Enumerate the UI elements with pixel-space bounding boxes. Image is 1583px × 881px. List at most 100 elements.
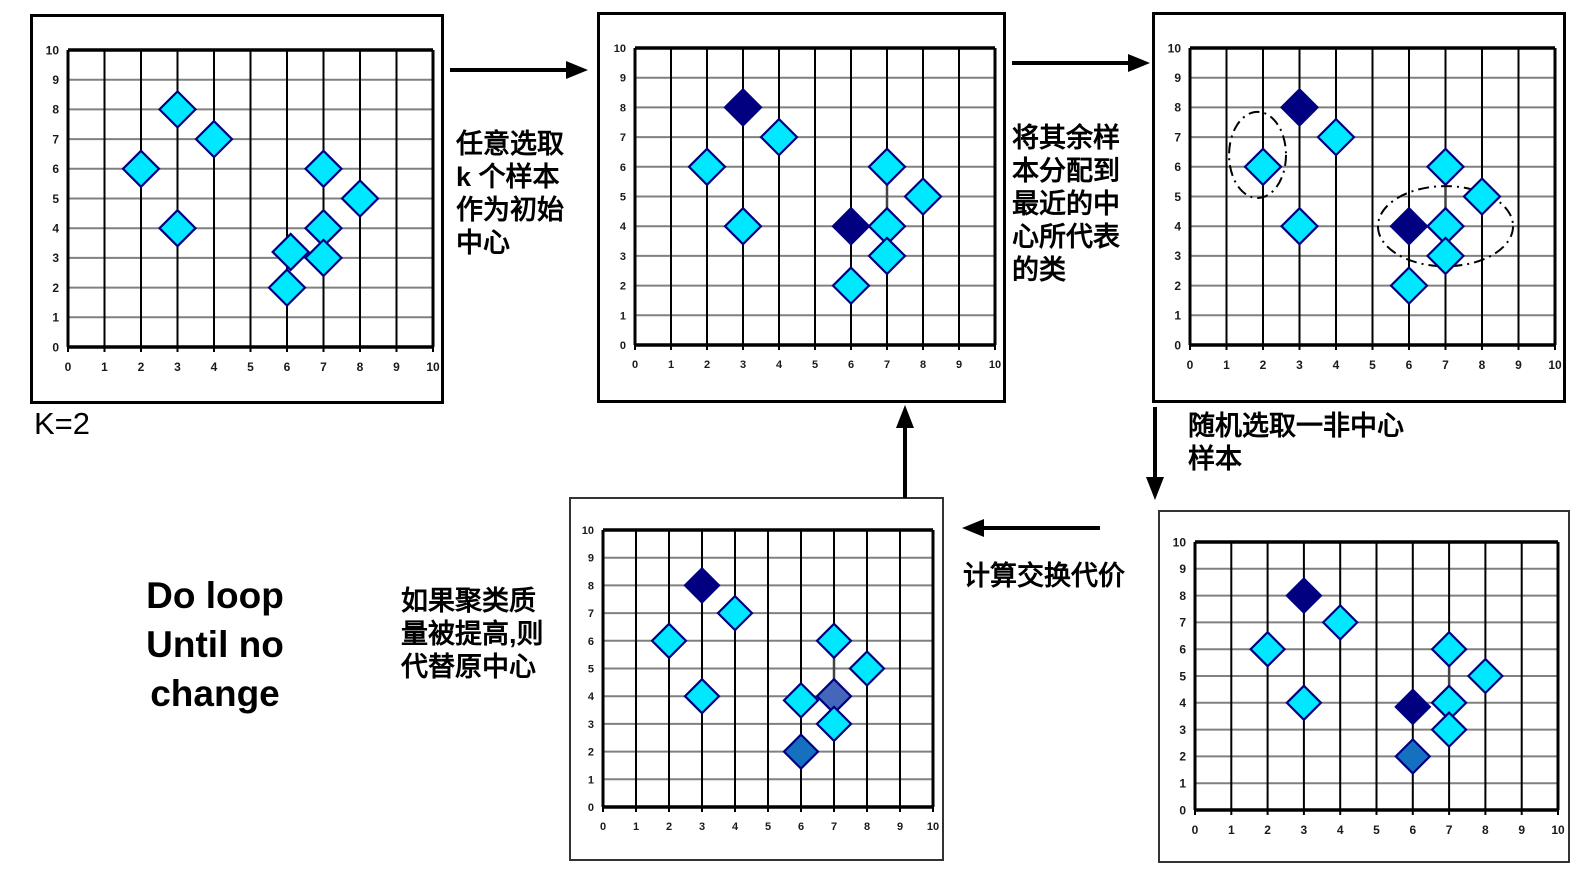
svg-text:2: 2: [138, 360, 145, 374]
caption-step4: 计算交换代价: [963, 561, 1125, 591]
svg-text:5: 5: [588, 663, 594, 675]
svg-text:2: 2: [666, 821, 672, 833]
svg-text:7: 7: [884, 359, 890, 371]
svg-text:1: 1: [1223, 358, 1230, 372]
label-k-value: K=2: [34, 406, 91, 441]
svg-text:1: 1: [668, 359, 674, 371]
svg-text:9: 9: [393, 360, 400, 374]
svg-text:9: 9: [588, 553, 594, 565]
svg-text:10: 10: [1551, 823, 1565, 837]
svg-text:6: 6: [848, 359, 854, 371]
svg-text:5: 5: [247, 360, 254, 374]
svg-text:8: 8: [864, 821, 870, 833]
svg-text:4: 4: [588, 691, 595, 703]
svg-text:6: 6: [588, 636, 594, 648]
svg-text:0: 0: [620, 340, 626, 352]
svg-text:4: 4: [1179, 696, 1186, 710]
arrow-step5-up: [890, 405, 920, 500]
svg-text:6: 6: [1409, 823, 1416, 837]
svg-text:9: 9: [52, 73, 59, 87]
svg-text:6: 6: [1179, 643, 1186, 657]
svg-text:7: 7: [588, 608, 594, 620]
svg-text:7: 7: [1179, 616, 1186, 630]
svg-text:2: 2: [620, 281, 626, 293]
svg-text:0: 0: [52, 340, 59, 354]
svg-text:0: 0: [1187, 358, 1194, 372]
svg-text:0: 0: [1192, 823, 1199, 837]
svg-text:4: 4: [620, 221, 627, 233]
svg-text:1: 1: [633, 821, 639, 833]
svg-text:3: 3: [1301, 823, 1308, 837]
svg-text:0: 0: [1174, 338, 1181, 352]
caption-do-loop: Do loop Until no change: [146, 575, 284, 714]
svg-text:9: 9: [1518, 823, 1525, 837]
caption-step3: 随机选取一非中心 样本: [1188, 411, 1404, 474]
svg-text:4: 4: [1337, 823, 1344, 837]
svg-text:7: 7: [320, 360, 327, 374]
svg-text:3: 3: [1296, 358, 1303, 372]
svg-text:6: 6: [1406, 358, 1413, 372]
svg-text:10: 10: [989, 359, 1001, 371]
svg-text:10: 10: [614, 43, 626, 55]
svg-text:4: 4: [52, 222, 59, 236]
arrow-step2-right: [1010, 48, 1150, 78]
svg-text:5: 5: [1369, 358, 1376, 372]
svg-text:3: 3: [1174, 249, 1181, 263]
svg-text:5: 5: [765, 821, 771, 833]
arrow-step4-left: [962, 513, 1102, 543]
svg-text:7: 7: [52, 132, 59, 146]
svg-text:4: 4: [732, 821, 739, 833]
caption-step5: 如果聚类质 量被提高,则 代替原中心: [401, 586, 544, 682]
svg-text:5: 5: [1373, 823, 1380, 837]
svg-text:4: 4: [1333, 358, 1340, 372]
svg-text:3: 3: [52, 251, 59, 265]
svg-text:8: 8: [357, 360, 364, 374]
svg-text:8: 8: [1174, 101, 1181, 115]
svg-text:8: 8: [52, 103, 59, 117]
svg-text:9: 9: [897, 821, 903, 833]
svg-text:5: 5: [812, 359, 818, 371]
svg-text:2: 2: [704, 359, 710, 371]
svg-text:4: 4: [211, 360, 218, 374]
svg-text:8: 8: [920, 359, 926, 371]
caption-step1: 任意选取 k 个样本 作为初始 中心: [456, 129, 564, 258]
svg-text:1: 1: [52, 311, 59, 325]
svg-text:9: 9: [1515, 358, 1522, 372]
svg-text:7: 7: [1446, 823, 1453, 837]
svg-text:1: 1: [101, 360, 108, 374]
svg-text:10: 10: [1168, 41, 1182, 55]
svg-text:1: 1: [1174, 309, 1181, 323]
svg-text:10: 10: [1548, 358, 1562, 372]
svg-text:2: 2: [52, 281, 59, 295]
svg-text:3: 3: [588, 719, 594, 731]
svg-text:4: 4: [1174, 220, 1181, 234]
svg-text:3: 3: [1179, 723, 1186, 737]
svg-text:6: 6: [52, 162, 59, 176]
svg-text:7: 7: [831, 821, 837, 833]
svg-text:8: 8: [1482, 823, 1489, 837]
svg-text:10: 10: [1173, 535, 1187, 549]
svg-text:6: 6: [1174, 160, 1181, 174]
svg-text:5: 5: [620, 191, 626, 203]
svg-text:7: 7: [1442, 358, 1449, 372]
svg-text:10: 10: [927, 821, 939, 833]
svg-text:1: 1: [1179, 777, 1186, 791]
svg-text:0: 0: [65, 360, 72, 374]
svg-text:10: 10: [582, 525, 594, 537]
svg-text:3: 3: [620, 251, 626, 263]
svg-text:7: 7: [620, 132, 626, 144]
svg-text:3: 3: [740, 359, 746, 371]
svg-text:6: 6: [798, 821, 804, 833]
svg-text:0: 0: [600, 821, 606, 833]
svg-text:9: 9: [620, 73, 626, 85]
svg-text:2: 2: [1174, 279, 1181, 293]
svg-text:1: 1: [588, 774, 594, 786]
arrow-step1-right: [448, 55, 588, 85]
svg-text:5: 5: [52, 192, 59, 206]
